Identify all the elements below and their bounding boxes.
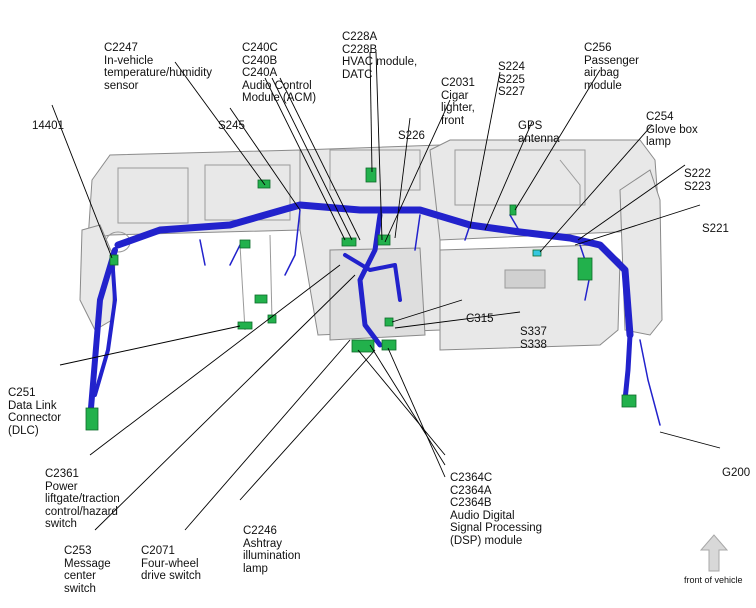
- leader-c228-a: [369, 51, 373, 173]
- leader-c253: [94, 274, 356, 531]
- connector-g200: [621, 394, 637, 408]
- leader-s226: [394, 117, 411, 239]
- connector-c2364: [351, 339, 375, 353]
- leader-g200: [659, 431, 721, 449]
- harness-right-drop: [622, 332, 633, 403]
- connector-c2361: [239, 239, 251, 249]
- harness-left-drop-2: [93, 253, 117, 397]
- leader-c2361: [89, 264, 341, 456]
- leader-lines: [51, 51, 721, 531]
- panel-crease-a: [239, 244, 246, 331]
- connector-dlc: [85, 407, 99, 431]
- connector-c253: [254, 294, 268, 304]
- wiring-harness-diagram: [51, 51, 729, 572]
- connector-c2364b: [381, 339, 397, 351]
- leader-c240-b: [271, 77, 353, 241]
- center-vent-opening: [329, 149, 421, 191]
- leader-s222: [577, 164, 686, 241]
- harness-left-drop: [87, 247, 118, 423]
- connector-gps: [509, 204, 517, 216]
- connector-s222: [577, 257, 593, 281]
- leader-c251: [59, 325, 241, 366]
- connector-c228: [365, 167, 377, 183]
- front-of-vehicle-label: front of vehicle: [684, 575, 743, 585]
- harness-center-branch: [357, 212, 383, 348]
- panel-crease-c: [559, 159, 581, 205]
- harness-small-branches: [199, 209, 661, 426]
- connector-c2071: [237, 321, 253, 330]
- connector-c315: [384, 317, 394, 327]
- callout-c14401: 14401: [32, 120, 64, 132]
- glovebox-handle: [504, 269, 546, 289]
- wiring-harness: [87, 201, 661, 426]
- connector-c2246: [267, 314, 277, 324]
- leader-c240-a: [264, 77, 346, 241]
- callout-s245: S245: [218, 120, 245, 132]
- leader-c2364-b: [369, 344, 446, 466]
- front-arrow-icon: [699, 534, 729, 572]
- harness-center-branch-2: [343, 253, 402, 302]
- connector-c254: [532, 249, 542, 257]
- leader-c14401: [51, 104, 113, 259]
- leader-s224: [469, 71, 501, 229]
- leader-s221: [574, 204, 701, 246]
- panel-details: [105, 149, 586, 331]
- right-dash-top: [429, 139, 661, 241]
- cluster-vent-left: [117, 167, 189, 224]
- callout-s221: S221: [702, 223, 729, 235]
- leader-c256: [514, 69, 601, 211]
- leader-c2364-c: [387, 347, 446, 478]
- leader-s245: [229, 107, 301, 211]
- leader-gps: [484, 121, 533, 231]
- lower-center-support: [329, 247, 426, 341]
- connector-c14401: [109, 254, 119, 266]
- harness-main-trunk: [114, 201, 634, 339]
- leader-c2071: [184, 339, 351, 531]
- panel-crease-b: [269, 234, 273, 321]
- leader-c2364-a: [357, 349, 446, 456]
- connector-c2031: [377, 234, 391, 246]
- leader-c315: [391, 299, 463, 323]
- leader-c228-b: [375, 51, 383, 241]
- leader-c2031: [384, 99, 451, 243]
- connector-c240: [341, 237, 357, 247]
- callout-c315: C315: [466, 313, 494, 325]
- callout-s226: S226: [398, 130, 425, 142]
- leader-c2246: [239, 349, 376, 501]
- callout-g200: G200: [722, 467, 751, 479]
- right-end-panel: [619, 169, 663, 336]
- leader-c254: [539, 124, 653, 253]
- leader-c2247: [174, 61, 266, 186]
- leader-c240-c: [279, 77, 361, 241]
- leader-s337: [394, 311, 521, 329]
